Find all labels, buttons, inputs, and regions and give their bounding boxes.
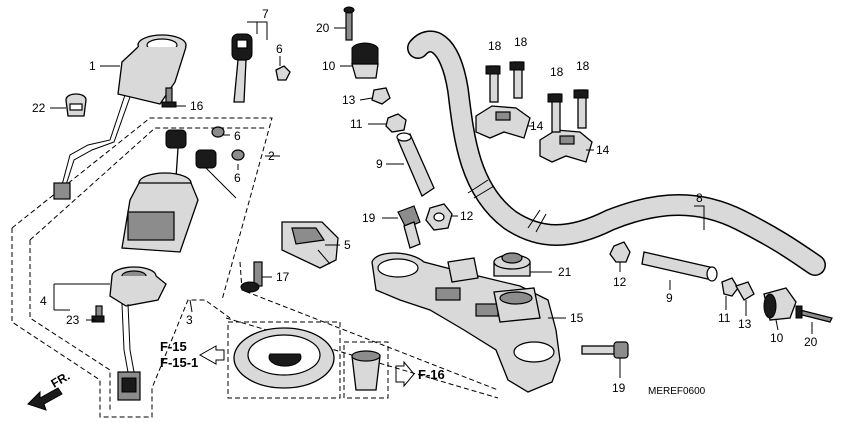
callout-19-right: 19	[612, 381, 626, 395]
holder-bolt-set-part	[485, 61, 589, 133]
callout-9-left: 9	[376, 157, 383, 171]
callout-14-left: 14	[530, 119, 544, 133]
callout-8: 8	[696, 191, 703, 205]
callout-13-left: 13	[342, 93, 356, 107]
callout-21: 21	[558, 265, 572, 279]
nut-11b-part	[721, 277, 739, 297]
weight-shaft-9-part	[396, 132, 435, 197]
callout-19-left: 19	[362, 211, 376, 225]
top-bridge-part	[371, 252, 561, 393]
ref-f16: F-16	[418, 367, 445, 382]
fuel-cap-inset	[227, 321, 341, 399]
callout-4: 4	[40, 294, 47, 308]
handlebar-part	[407, 30, 826, 276]
reference-arrow-right	[395, 360, 415, 388]
rubber-12-part	[425, 203, 453, 231]
upper-holder-14a-part	[475, 105, 531, 139]
bracket-5-part	[281, 221, 339, 269]
stem-nut-21-part	[493, 252, 531, 277]
callout-12-left: 12	[460, 209, 474, 223]
callout-18-c: 18	[550, 65, 564, 79]
callout-22: 22	[32, 101, 46, 115]
callout-9-right: 9	[666, 291, 673, 305]
end-weight-screw-20-part	[343, 6, 355, 41]
reference-arrow-left	[198, 345, 225, 365]
washer-set-part	[211, 65, 291, 161]
callout-20-right: 20	[804, 335, 818, 349]
upper-holder-14b-part	[539, 129, 593, 163]
section-references: F-15 F-15-1 F-16	[160, 339, 445, 382]
screw-17-part	[240, 261, 263, 293]
callout-18-a: 18	[488, 39, 502, 53]
end-weight-screw-20b-part	[795, 305, 833, 323]
callout-1: 1	[89, 59, 96, 73]
callout-13-right: 13	[738, 317, 752, 331]
callout-20-left: 20	[316, 21, 330, 35]
rubber-12b-part	[609, 241, 631, 263]
callout-11-left: 11	[350, 117, 363, 131]
front-direction-indicator: FR.	[27, 369, 73, 411]
callout-10-left: 10	[322, 59, 336, 73]
callout-18-d: 18	[576, 59, 590, 73]
front-direction-label: FR.	[49, 369, 73, 391]
callout-3: 3	[186, 313, 193, 327]
callout-14-right: 14	[596, 143, 610, 157]
leader-lines	[50, 21, 813, 378]
callout-6-mid: 6	[234, 129, 241, 143]
callout-12-right: 12	[613, 275, 627, 289]
lock-cylinder-inset	[343, 341, 389, 399]
bolt-19-part	[397, 205, 421, 249]
callout-7: 7	[262, 7, 269, 21]
callout-23: 23	[66, 313, 80, 327]
callout-2: 2	[268, 149, 275, 163]
key-set-part	[231, 33, 253, 103]
callout-labels: 1 2 3 4 5 6 6 6 7 8 9 9 10 10 11 11 12 1…	[32, 7, 818, 395]
callout-11-right: 11	[718, 311, 731, 325]
callout-15: 15	[570, 311, 584, 325]
screw-16-part	[161, 87, 177, 108]
assembly-outline	[11, 117, 499, 418]
diagram-code: MEREF0600	[648, 386, 706, 397]
weight-shaft-9b-part	[641, 251, 718, 282]
callout-17: 17	[276, 270, 290, 284]
callout-6-top: 6	[276, 42, 283, 56]
lock-assembly-part	[109, 266, 167, 401]
front-arrow-icon	[27, 387, 63, 411]
callout-16: 16	[190, 99, 204, 113]
callout-5: 5	[344, 238, 351, 252]
collar-13-part	[371, 87, 391, 105]
bar-end-weight-10-part	[351, 42, 379, 79]
ref-f15: F-15	[160, 339, 187, 354]
nut-11-part	[385, 113, 407, 133]
callout-10-right: 10	[770, 331, 784, 345]
bolt-19b-part	[581, 341, 629, 359]
cable-clip-part	[65, 93, 87, 117]
bar-end-weight-10b-part	[763, 287, 797, 321]
collar-13b-part	[735, 281, 755, 301]
callout-18-b: 18	[514, 35, 528, 49]
screw-23-part	[91, 305, 105, 323]
ignition-switch-part	[121, 129, 237, 253]
ref-f15-1: F-15-1	[160, 355, 198, 370]
callout-6-low: 6	[234, 171, 241, 185]
